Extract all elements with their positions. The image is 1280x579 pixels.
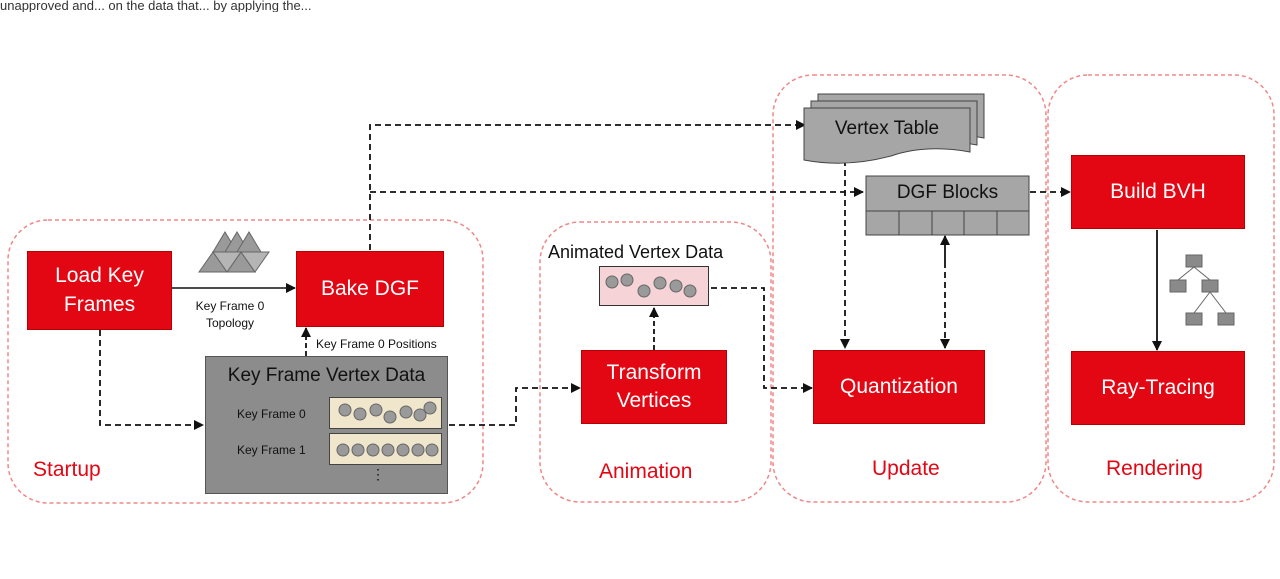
key-frame0-topology-label: Key Frame 0 Topology: [195, 299, 265, 330]
topology-icon: [198, 231, 270, 273]
key-frame0-dots: [338, 401, 437, 424]
key-frame-vertex-data-title: Key Frame Vertex Data: [227, 365, 426, 386]
key-frame1-label: Key Frame 1: [237, 443, 306, 457]
vertex-table-label: Vertex Table: [834, 118, 940, 139]
key-frame0-cell: [329, 397, 442, 429]
key-frame-ellipsis: ⋮: [371, 466, 385, 482]
key-frame0-label: Key Frame 0: [237, 407, 306, 421]
group-label-rendering: Rendering: [1106, 457, 1203, 480]
animated-vertex-data-label: Animated Vertex Data: [548, 242, 724, 262]
group-rendering-outline: [1047, 74, 1275, 503]
bake-dgf-box[interactable]: Bake DGF: [296, 251, 444, 327]
key-frame-vertex-data-panel: Key Frame Vertex Data Key Frame 0 Key Fr…: [205, 356, 448, 494]
build-bvh-box[interactable]: Build BVH: [1071, 155, 1245, 229]
group-update-outline: [772, 74, 1047, 503]
dgf-blocks-label: DGF Blocks: [896, 182, 999, 203]
key-frame0-positions-label: Key Frame 0 Positions: [316, 337, 437, 351]
animated-vertex-data-box: [599, 266, 709, 306]
ray-tracing-box[interactable]: Ray-Tracing: [1071, 351, 1245, 425]
bvh-tree-icon: [1169, 254, 1235, 326]
header-fragment-text: unapproved and... on the data that... by…: [0, 0, 312, 12]
key-frame1-dots: [336, 443, 439, 457]
kf-panel-spacer: [329, 465, 442, 491]
group-label-startup: Startup: [33, 458, 101, 481]
key-frame1-cell: [329, 433, 442, 465]
transform-vertices-box[interactable]: Transform Vertices: [581, 350, 727, 424]
group-label-animation: Animation: [599, 460, 693, 483]
group-label-update: Update: [872, 457, 940, 480]
dgf-blocks-shape: [865, 175, 1030, 236]
quantization-box[interactable]: Quantization: [813, 350, 985, 424]
animated-vertex-dots: [605, 273, 697, 298]
vertex-table-shape: [803, 93, 985, 164]
load-key-frames-box[interactable]: Load Key Frames: [27, 251, 172, 330]
group-startup-outline: [7, 219, 484, 504]
